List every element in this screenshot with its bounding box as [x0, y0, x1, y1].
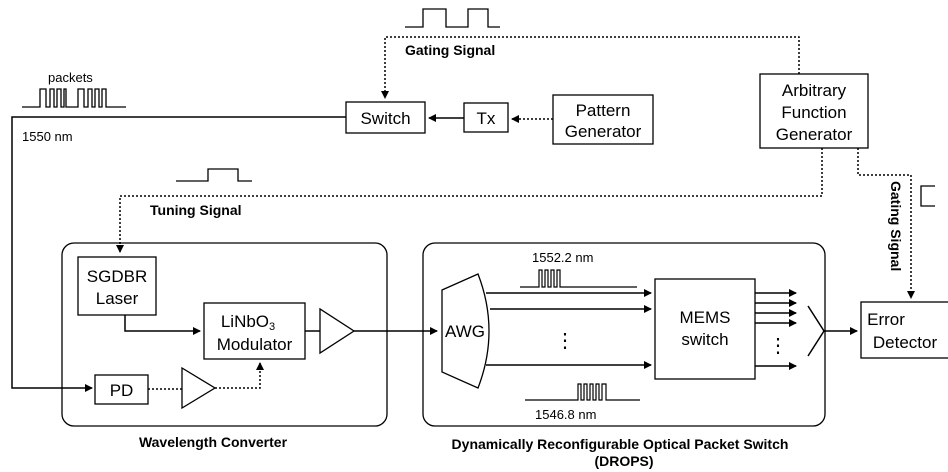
switch-block: Switch [345, 101, 426, 134]
sgdbr-line1: SGDBR [87, 267, 147, 286]
mems-line1: MEMS [680, 308, 731, 327]
switch-to-pd-line [11, 116, 346, 392]
packets-label: packets [48, 70, 93, 85]
wavelength-1546-label: 1546.8 nm [535, 407, 596, 422]
optical-amplifier-icon [319, 307, 356, 355]
gating-signal-line-side [857, 148, 915, 299]
wavelength-1552-label: 1552.2 nm [532, 250, 593, 265]
modulator-block: LiNbO3 Modulator [203, 302, 306, 360]
pattern-generator-line2: Generator [565, 122, 642, 141]
drops-group [422, 242, 826, 427]
gating-signal-top-label: Gating Signal [405, 42, 495, 58]
sgdbr-line2: Laser [96, 289, 139, 308]
amp-to-modulator-line [215, 362, 264, 389]
pd-label: PD [110, 381, 134, 400]
mems-switch-block: MEMS switch [654, 278, 756, 380]
wavelength-in-label: 1550 nm [22, 129, 73, 144]
wavelength-converter-group [61, 242, 388, 427]
gating-signal-line-top [381, 36, 800, 99]
gating-signal-side-label: Gating Signal [888, 181, 904, 271]
combiner-icon [807, 305, 825, 357]
error-detector-line2: Detector [873, 333, 938, 352]
sgdbr-laser-block: SGDBR Laser [77, 256, 157, 316]
wavelength-converter-caption: Wavelength Converter [139, 434, 288, 450]
arbitrary-function-generator-block: Arbitrary Function Generator [759, 73, 869, 149]
tx-block: Tx [463, 102, 509, 133]
modulator-line1: LiNbO3 [221, 312, 275, 333]
awg-block: AWG [441, 273, 490, 389]
tuning-signal-line [116, 148, 823, 253]
afg-line2: Function [781, 103, 846, 122]
mems-output-ellipsis: ⋮ [768, 335, 788, 357]
tx-label: Tx [477, 109, 496, 128]
error-detector-block: Error Detector [860, 301, 948, 359]
pd-block: PD [94, 374, 149, 405]
packet-waveform-1546 [525, 383, 640, 401]
packet-waveform-1552 [520, 269, 637, 288]
pattern-generator-block: Pattern Generator [552, 94, 654, 145]
gating-pulse-waveform-top [405, 8, 500, 28]
error-detector-line1: Error [867, 310, 905, 329]
packets-waveform [22, 88, 126, 108]
drops-caption-line2: (DROPS) [594, 453, 653, 469]
modulator-line2: Modulator [217, 335, 293, 354]
afg-line3: Generator [776, 125, 853, 144]
drops-caption-line1: Dynamically Reconfigurable Optical Packe… [452, 436, 789, 452]
tuning-pulse-waveform [176, 168, 252, 182]
switch-label: Switch [360, 109, 410, 128]
awg-label: AWG [445, 322, 485, 341]
awg-output-ellipsis: ⋮ [555, 330, 575, 352]
afg-line1: Arbitrary [782, 81, 847, 100]
laser-to-modulator-line [124, 315, 201, 335]
tuning-signal-label: Tuning Signal [150, 202, 242, 218]
gating-pulse-waveform-side [920, 185, 935, 207]
pattern-generator-line1: Pattern [576, 101, 631, 120]
rf-amplifier-icon [181, 366, 217, 410]
mems-line2: switch [681, 330, 728, 349]
